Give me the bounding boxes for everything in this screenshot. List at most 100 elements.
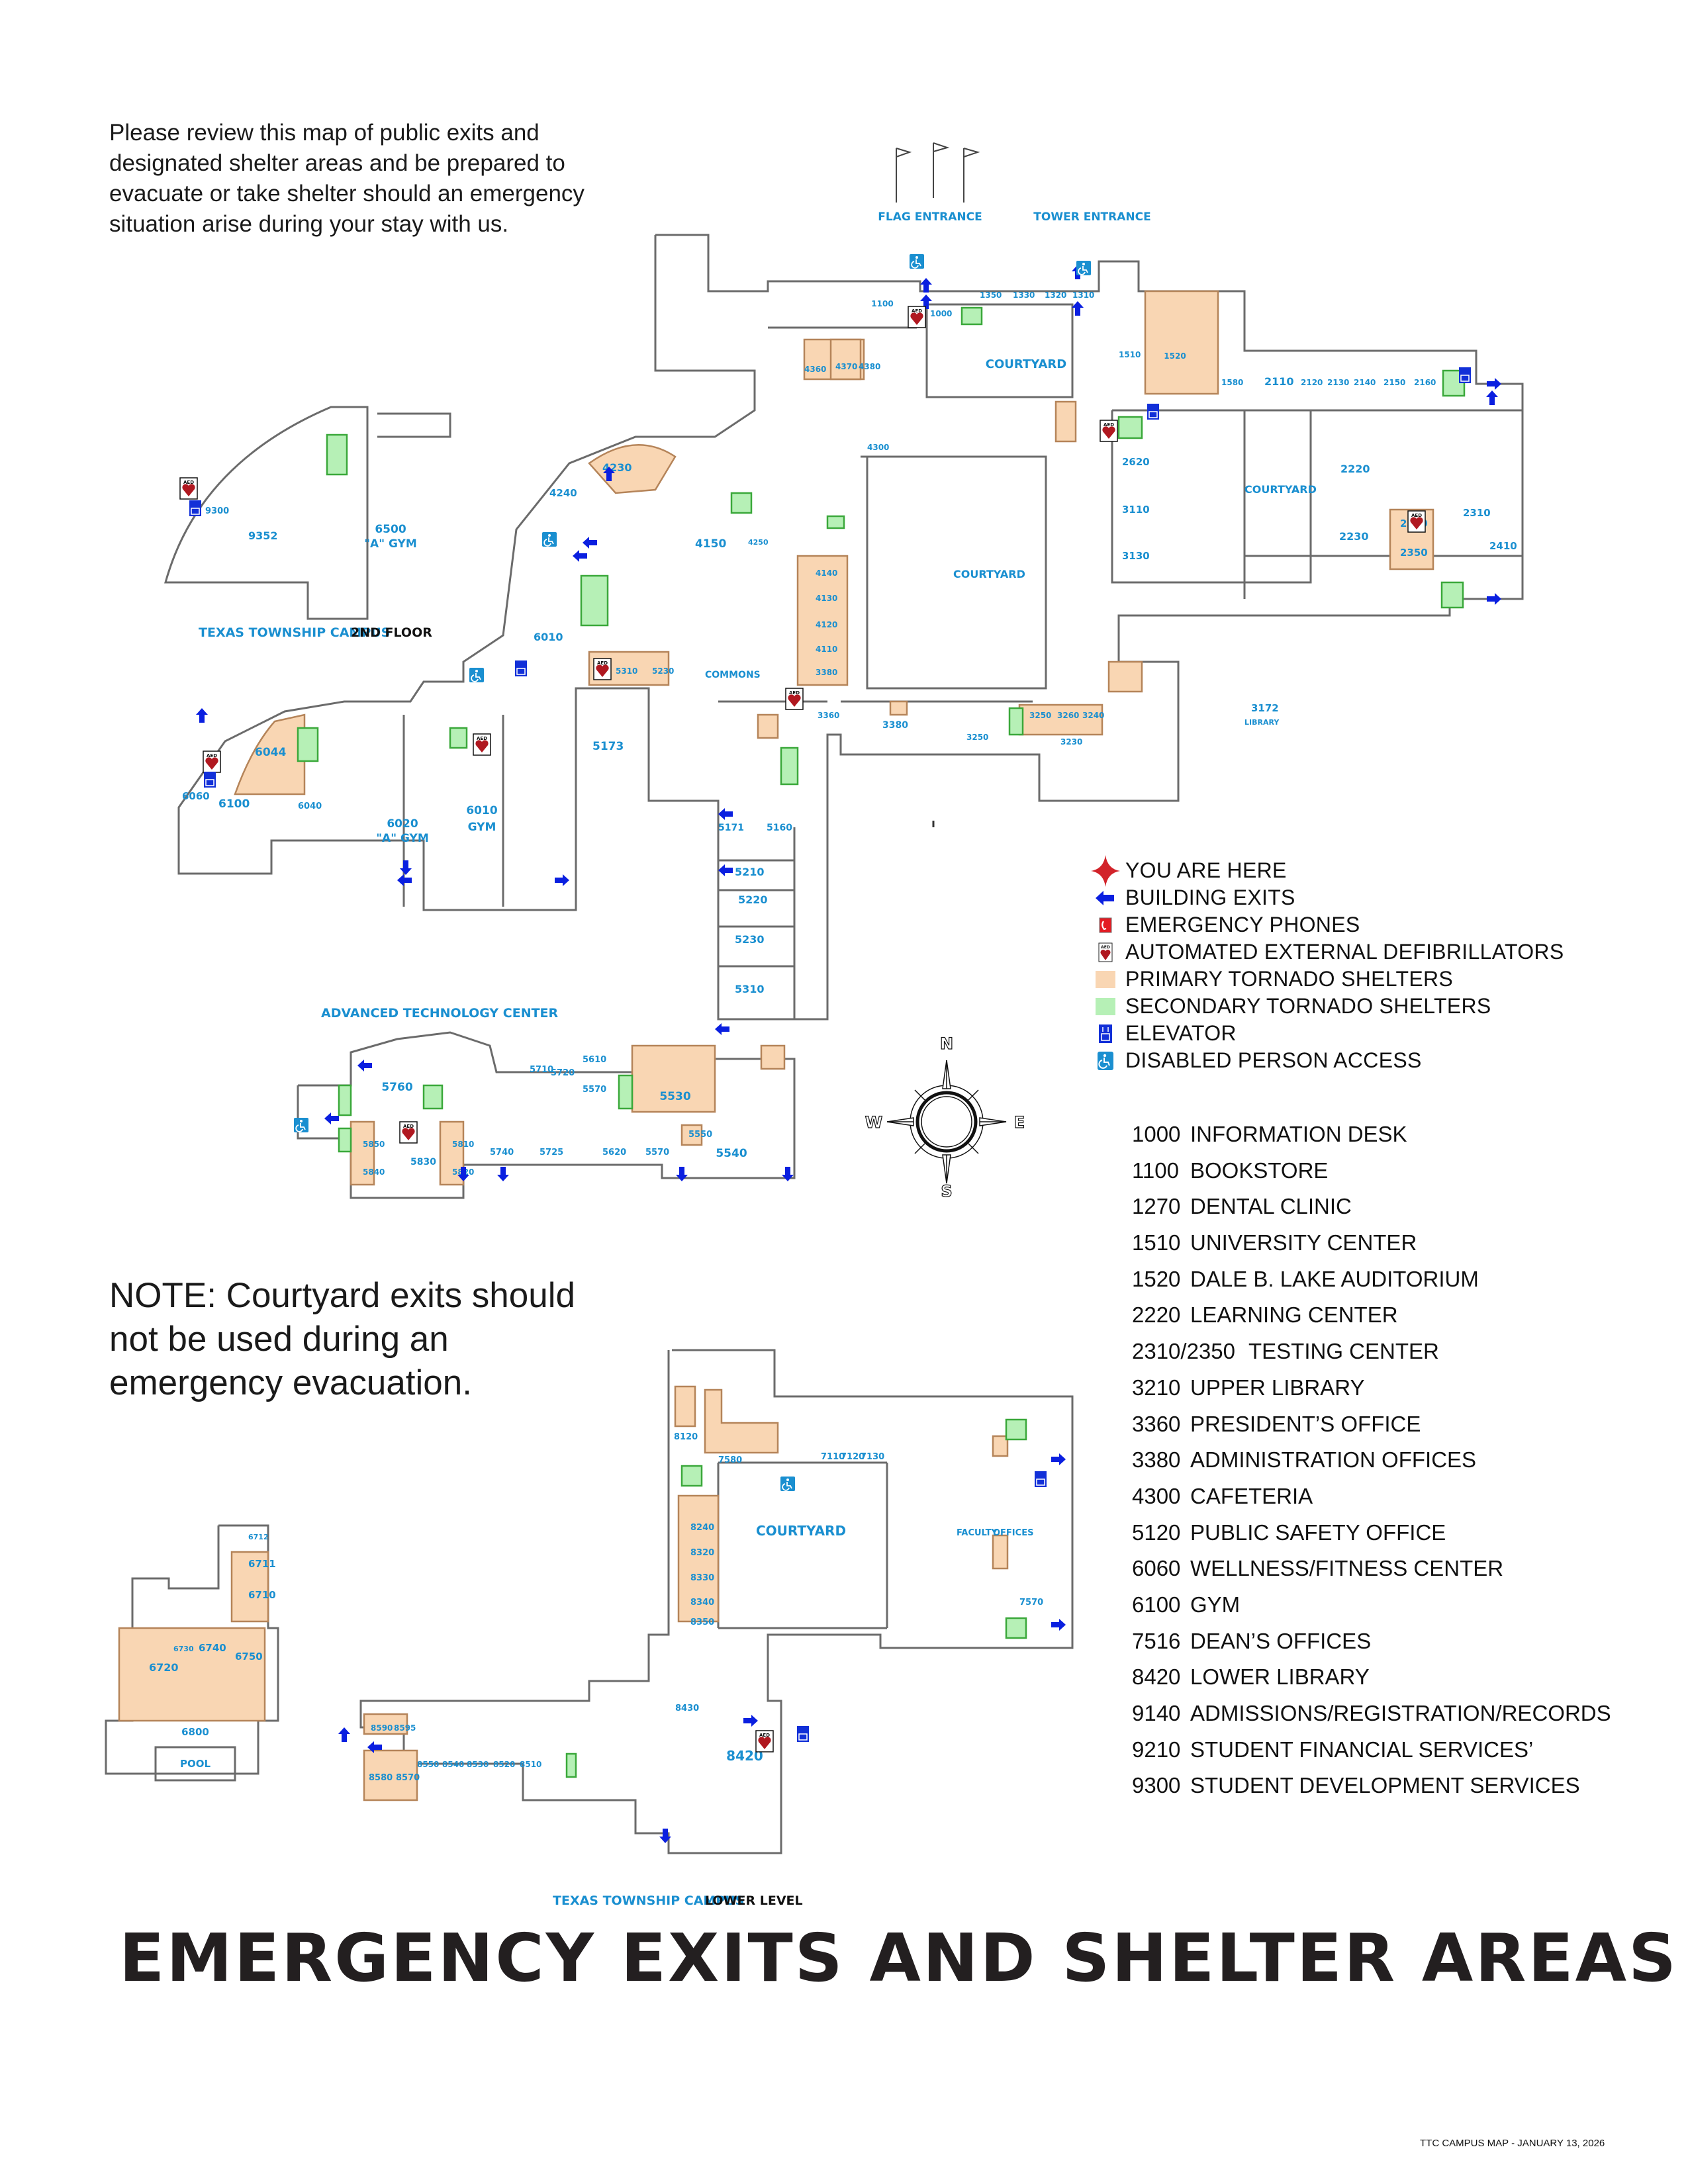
svg-text:4250: 4250 [748, 538, 769, 547]
svg-text:2140: 2140 [1354, 378, 1376, 387]
compass-n: N [940, 1034, 953, 1053]
atc-walls [297, 1031, 796, 1199]
emergency-phone-icon [1086, 913, 1125, 937]
svg-text:6010: 6010 [534, 631, 563, 643]
svg-text:3240: 3240 [1082, 711, 1104, 720]
svg-text:6010: 6010 [466, 804, 497, 817]
pool-labels: 6712 6711 6710 6720 6730 6740 6750 6800 … [149, 1533, 276, 1770]
svg-text:5160: 5160 [767, 823, 792, 833]
svg-text:7110: 7110 [821, 1452, 845, 1462]
svg-text:8330: 8330 [690, 1573, 714, 1583]
primary-shelter-swatch [1086, 968, 1125, 991]
svg-text:2230: 2230 [1339, 530, 1369, 543]
svg-text:5540: 5540 [716, 1147, 747, 1160]
lower-level-labels: COURTYARD FACULTY OFFICES 8240 8320 8330… [369, 1432, 1043, 1783]
svg-text:POOL: POOL [180, 1758, 211, 1770]
svg-text:5710: 5710 [530, 1065, 553, 1075]
map-legend: YOU ARE HERE BUILDING EXITS EMERGENCY PH… [1086, 854, 1564, 1074]
you-are-here-star-icon [1086, 854, 1125, 887]
svg-text:6730: 6730 [173, 1645, 194, 1653]
svg-text:6710: 6710 [248, 1589, 276, 1601]
second-floor-walls [164, 406, 451, 620]
svg-text:2110: 2110 [1264, 375, 1294, 388]
second-floor-labels: 9300 9352 6500 "A" GYM [205, 506, 417, 551]
svg-text:4120: 4120 [816, 620, 837, 629]
flag-poles [896, 142, 980, 203]
compass-s: S [941, 1182, 952, 1201]
svg-text:6711: 6711 [248, 1558, 276, 1570]
svg-text:6720: 6720 [149, 1661, 179, 1674]
svg-text:4360: 4360 [804, 365, 826, 374]
svg-text:3380: 3380 [882, 720, 908, 731]
exit-arrow-icon [1086, 886, 1125, 910]
svg-text:4370: 4370 [835, 362, 857, 371]
legend-item-accessibility: DISABLED PERSON ACCESS [1086, 1047, 1564, 1074]
svg-text:6740: 6740 [199, 1642, 226, 1654]
svg-text:6750: 6750 [235, 1651, 263, 1662]
svg-text:1580: 1580 [1221, 378, 1243, 387]
svg-text:6040: 6040 [298, 801, 322, 811]
svg-text:5230: 5230 [735, 933, 765, 946]
second-floor-level-label: 2ND FLOOR [351, 625, 432, 640]
lower-level-label: LOWER LEVEL [705, 1893, 803, 1908]
second-floor-campus-label: TEXAS TOWNSHIP CAMPUS [199, 625, 390, 640]
legend-item-phones: EMERGENCY PHONES [1086, 911, 1564, 938]
svg-text:1000: 1000 [930, 309, 952, 318]
svg-text:5725: 5725 [539, 1148, 563, 1158]
accessibility-icon [1086, 1049, 1125, 1073]
svg-text:5810: 5810 [452, 1140, 474, 1149]
page-title: EMERGENCY EXITS AND SHELTER AREAS [119, 1919, 1679, 1997]
svg-text:7570: 7570 [1019, 1598, 1043, 1608]
svg-text:2220: 2220 [1340, 463, 1370, 475]
svg-text:2620: 2620 [1122, 456, 1150, 468]
svg-text:3130: 3130 [1122, 550, 1150, 562]
svg-text:1100: 1100 [871, 299, 893, 308]
svg-text:9352: 9352 [248, 529, 278, 542]
courtyard-note: NOTE: Courtyard exits should not be used… [109, 1276, 575, 1402]
svg-text:6800: 6800 [181, 1726, 209, 1738]
svg-text:3110: 3110 [1122, 504, 1150, 516]
svg-text:5850: 5850 [363, 1140, 385, 1149]
svg-text:1330: 1330 [1013, 291, 1035, 300]
svg-text:6044: 6044 [255, 746, 286, 759]
legend-item-exits: BUILDING EXITS [1086, 884, 1564, 911]
svg-text:9300: 9300 [205, 506, 229, 516]
svg-text:LIBRARY: LIBRARY [1244, 718, 1280, 727]
aed-icon: AED [1086, 940, 1125, 964]
svg-text:1310: 1310 [1072, 291, 1094, 300]
svg-text:5173: 5173 [592, 740, 624, 753]
svg-text:2160: 2160 [1414, 378, 1436, 387]
svg-text:5760: 5760 [381, 1081, 412, 1094]
svg-text:3250: 3250 [966, 733, 988, 742]
svg-text:COURTYARD: COURTYARD [756, 1523, 846, 1539]
legend-item-primary-shelter: PRIMARY TORNADO SHELTERS [1086, 966, 1564, 993]
svg-text:4150: 4150 [695, 537, 726, 551]
svg-text:1520: 1520 [1164, 351, 1186, 361]
compass-w: W [865, 1113, 882, 1132]
svg-text:8590: 8590 [371, 1723, 393, 1733]
legend-item-aed: AED AUTOMATED EXTERNAL DEFIBRILLATORS [1086, 938, 1564, 966]
svg-text:4130: 4130 [816, 594, 837, 603]
svg-text:8570: 8570 [396, 1773, 420, 1783]
svg-text:5530: 5530 [659, 1090, 690, 1103]
svg-text:3260: 3260 [1057, 711, 1079, 720]
svg-text:5570: 5570 [583, 1085, 606, 1095]
lower-level-walls [359, 1349, 1074, 1854]
svg-text:"A" GYM: "A" GYM [376, 832, 429, 845]
svg-text:COURTYARD: COURTYARD [986, 357, 1067, 371]
legend-item-secondary-shelter: SECONDARY TORNADO SHELTERS [1086, 993, 1564, 1020]
svg-text:6020: 6020 [387, 817, 418, 831]
svg-text:COURTYARD: COURTYARD [1244, 483, 1317, 496]
svg-text:2410: 2410 [1489, 540, 1517, 552]
main-building-walls [177, 234, 1524, 1021]
